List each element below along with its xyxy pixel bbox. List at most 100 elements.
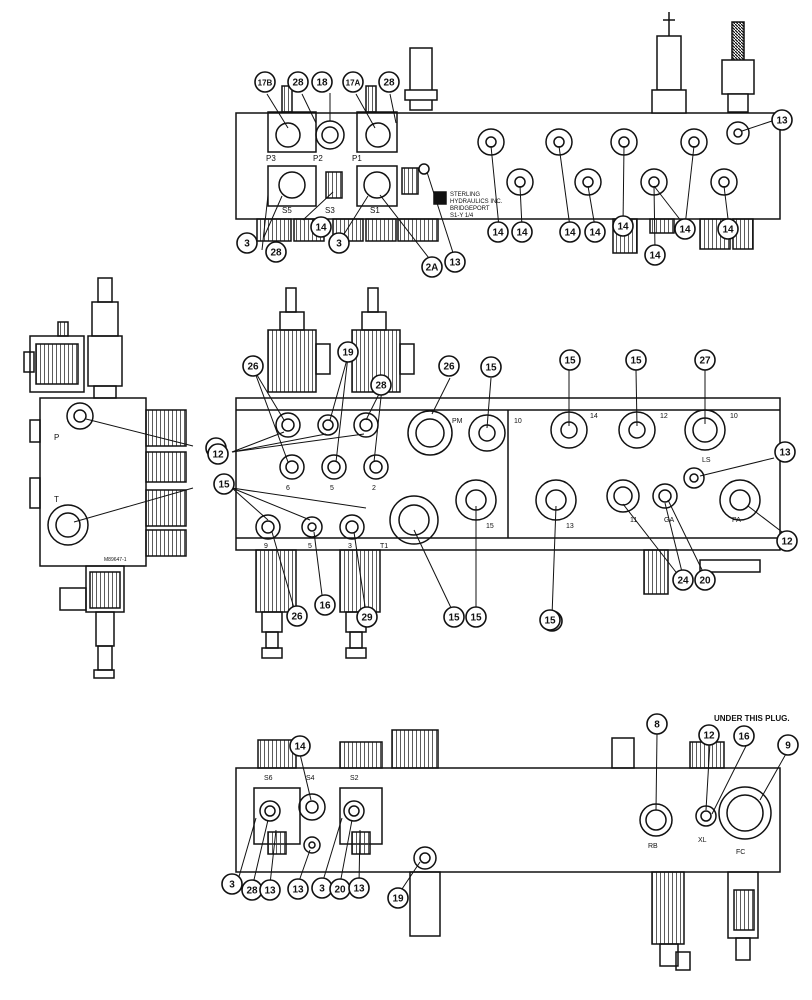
svg-text:T: T [54,495,59,504]
side-leaders [73,418,194,523]
callout-middle-10-bubble [774,441,796,463]
callout-middle-7-bubble [694,349,716,371]
callout-bottom-2-bubble [733,725,755,747]
callout-top-19-label: 14 [722,225,734,236]
callout-middle-14-label: 26 [291,612,303,623]
svg-text:12: 12 [660,413,668,420]
callout-top-6-bubble [236,232,258,254]
svg-text:P1: P1 [352,154,362,163]
callout-middle-15-bubble [356,606,378,628]
callout-middle-14-bubble [286,605,308,627]
bottom-port-labels: S6 S4 S2 RB XL FC [264,775,745,856]
svg-text:S3: S3 [325,206,335,215]
svg-text:10: 10 [730,413,738,420]
callout-middle-19-label: 24 [677,576,689,587]
top-leaders [261,93,773,263]
callout-bottom-9-label: 3 [319,884,325,895]
svg-text:LS: LS [702,457,711,464]
callout-top-9-bubble [328,232,350,254]
callout-middle-11-bubble [213,473,235,495]
top-port-labels: P3 P2 P1 S5 S3 S1 [266,154,380,215]
callout-middle-0-label: 26 [247,362,259,373]
callout-top-19-bubble [717,218,739,240]
callout-middle-11-label: 15 [218,480,230,491]
callout-middle-3-label: 26 [443,362,455,373]
callout-top-3-bubble [342,71,364,93]
callout-bottom-3-label: 9 [785,741,791,752]
callout-middle-21-label: 15 [544,616,556,627]
callout-top-2-label: 18 [316,78,328,89]
callout-top-2-bubble [311,71,333,93]
callout-bottom-12-label: 19 [392,894,404,905]
svg-text:13: 13 [566,523,574,530]
callout-top-10-bubble [421,256,443,278]
callout-top-0-bubble [254,71,276,93]
callout-top-9-label: 3 [336,239,342,250]
svg-text:STERLING: STERLING [450,192,480,198]
svg-text:HYDRAULICS INC.: HYDRAULICS INC. [450,199,503,205]
callout-bottom-10-label: 20 [334,885,346,896]
callout-middle-12-label: 12 [781,537,793,548]
svg-text:M89647-1: M89647-1 [104,557,127,563]
front-leaders [231,355,787,617]
svg-text:6: 6 [286,485,290,492]
callout-middle-1-bubble [337,341,359,363]
callout-middle-17-label: 15 [470,613,482,624]
callout-top-14-bubble [559,221,581,243]
svg-text:P3: P3 [266,154,276,163]
callout-middle-9-label: 12 [212,450,224,461]
callout-top-14-label: 14 [564,228,576,239]
svg-text:5: 5 [330,485,334,492]
note-text: UNDER THIS PLUG. [714,714,790,723]
callout-bottom-8-bubble [287,878,309,900]
callout-middle-4-bubble [480,356,502,378]
callout-middle-5-label: 15 [564,356,576,367]
callout-bottom-3-bubble [777,734,799,756]
svg-text:P2: P2 [313,154,323,163]
svg-text:S6: S6 [264,775,273,782]
svg-text:FC: FC [736,849,745,856]
svg-text:10: 10 [514,418,522,425]
top-block-text: STERLING HYDRAULICS INC. BRIDGEPORT S1-Y… [450,192,503,219]
callout-middle-2-bubble [370,374,392,396]
callout-middle-17-bubble [465,606,487,628]
callout-bottom-7-label: 13 [264,886,276,897]
callout-bottom-4-bubble [289,735,311,757]
svg-text:RB: RB [648,843,658,850]
callout-top-1-label: 28 [292,78,304,89]
callout-top-7-label: 28 [270,248,282,259]
svg-text:S1: S1 [370,206,380,215]
callout-top-11-label: 13 [449,258,461,269]
callout-bottom-12-bubble [387,887,409,909]
callout-middle-7-label: 27 [699,356,711,367]
callout-top-12-label: 14 [492,228,504,239]
callout-middle-19-bubble [672,569,694,591]
callout-bottom-6-label: 28 [246,886,258,897]
callout-middle-6-label: 15 [630,356,642,367]
callout-top-13-bubble [511,221,533,243]
callout-top-10-label: 2A [426,263,439,274]
callout-middle-13-bubble [314,594,336,616]
callout-top-15-label: 14 [589,228,601,239]
callout-top-13-label: 14 [516,228,528,239]
callout-middle-15-label: 29 [361,613,373,624]
callout-middle-20-label: 20 [699,576,711,587]
callout-top-15-bubble [584,221,606,243]
callout-top-17-bubble [644,244,666,266]
svg-text:11: 11 [630,517,637,524]
callout-top-18-bubble [674,218,696,240]
callout-top-16-bubble [612,215,634,237]
callout-bottom-7-bubble [259,879,281,901]
callout-top-3-label: 17A [346,79,361,88]
svg-text:PM: PM [452,418,463,425]
callout-middle-12-bubble [776,530,798,552]
callout-bottom-0-bubble [646,713,668,735]
callout-middle-9-bubble [207,443,229,465]
callout-middle-16-bubble [443,606,465,628]
svg-text:S1-Y 1/4: S1-Y 1/4 [450,213,474,219]
callout-middle-6-bubble [625,349,647,371]
svg-text:14: 14 [590,413,598,420]
callout-top-12-bubble [487,221,509,243]
callout-top-7-bubble [265,241,287,263]
